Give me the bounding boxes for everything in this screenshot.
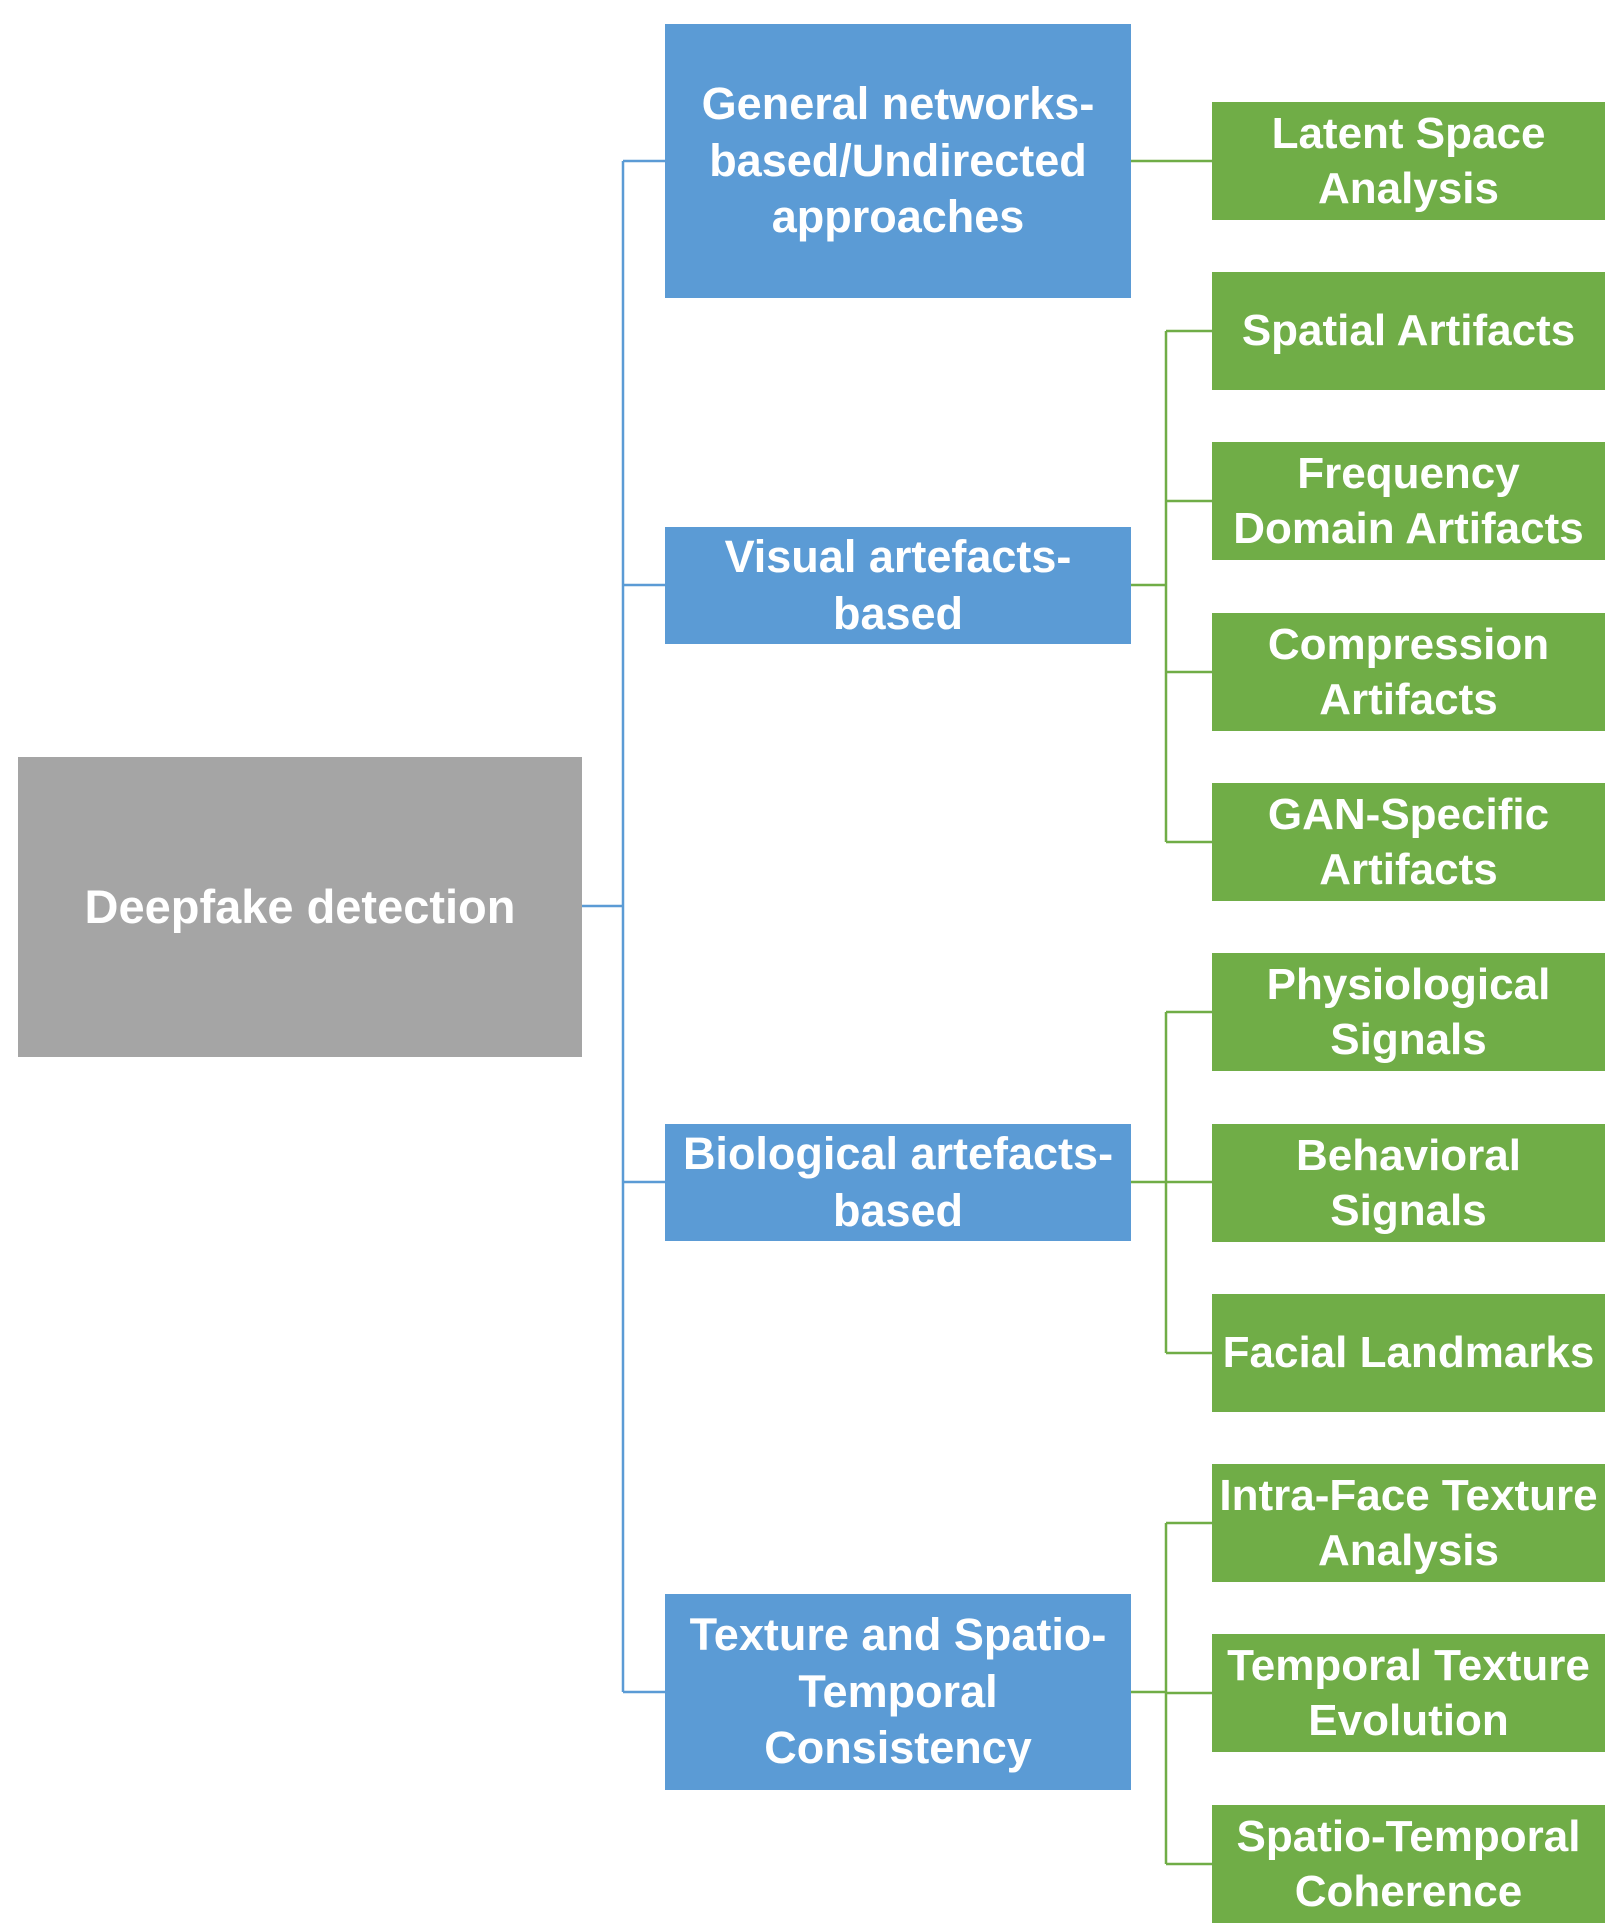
- root-node-label: Deepfake detection: [84, 880, 516, 934]
- leaf-frequency-domain-artifacts: Frequency Domain Artifacts: [1212, 442, 1605, 560]
- leaf-label: Temporal Texture Evolution: [1227, 1640, 1590, 1745]
- leaf-label: Physiological Signals: [1266, 959, 1551, 1064]
- leaf-label: Compression Artifacts: [1267, 619, 1550, 724]
- leaf-label: Behavioral Signals: [1296, 1130, 1521, 1235]
- leaf-label: GAN-Specific Artifacts: [1267, 789, 1550, 894]
- leaf-latent-space-analysis: Latent Space Analysis: [1212, 102, 1605, 220]
- leaf-spatial-artifacts: Spatial Artifacts: [1212, 272, 1605, 390]
- leaf-spatio-temporal-coherence: Spatio-Temporal Coherence: [1212, 1805, 1605, 1923]
- leaf-label: Intra-Face Texture Analysis: [1219, 1470, 1598, 1575]
- category-texture-spatio-temporal: Texture and Spatio-Temporal Consistency: [665, 1594, 1131, 1790]
- leaf-label: Frequency Domain Artifacts: [1233, 448, 1584, 553]
- leaf-compression-artifacts: Compression Artifacts: [1212, 613, 1605, 731]
- category-label: Biological artefacts-based: [682, 1127, 1114, 1236]
- leaf-physiological-signals: Physiological Signals: [1212, 953, 1605, 1071]
- leaf-facial-landmarks: Facial Landmarks: [1212, 1294, 1605, 1412]
- category-label: General networks-based/Undirected approa…: [701, 77, 1095, 243]
- category-general-networks: General networks-based/Undirected approa…: [665, 24, 1131, 298]
- leaf-temporal-texture-evolution: Temporal Texture Evolution: [1212, 1634, 1605, 1752]
- leaf-behavioral-signals: Behavioral Signals: [1212, 1124, 1605, 1242]
- root-node: Deepfake detection: [18, 757, 582, 1057]
- leaf-label: Spatial Artifacts: [1241, 306, 1576, 356]
- category-biological-artefacts: Biological artefacts-based: [665, 1124, 1131, 1241]
- category-label: Visual artefacts-based: [724, 530, 1072, 639]
- leaf-label: Spatio-Temporal Coherence: [1236, 1811, 1581, 1916]
- leaf-label: Facial Landmarks: [1222, 1328, 1595, 1378]
- leaf-label: Latent Space Analysis: [1271, 108, 1546, 213]
- leaf-gan-specific-artifacts: GAN-Specific Artifacts: [1212, 783, 1605, 901]
- leaf-intra-face-texture-analysis: Intra-Face Texture Analysis: [1212, 1464, 1605, 1582]
- category-label: Texture and Spatio-Temporal Consistency: [689, 1608, 1107, 1774]
- category-visual-artefacts: Visual artefacts-based: [665, 527, 1131, 644]
